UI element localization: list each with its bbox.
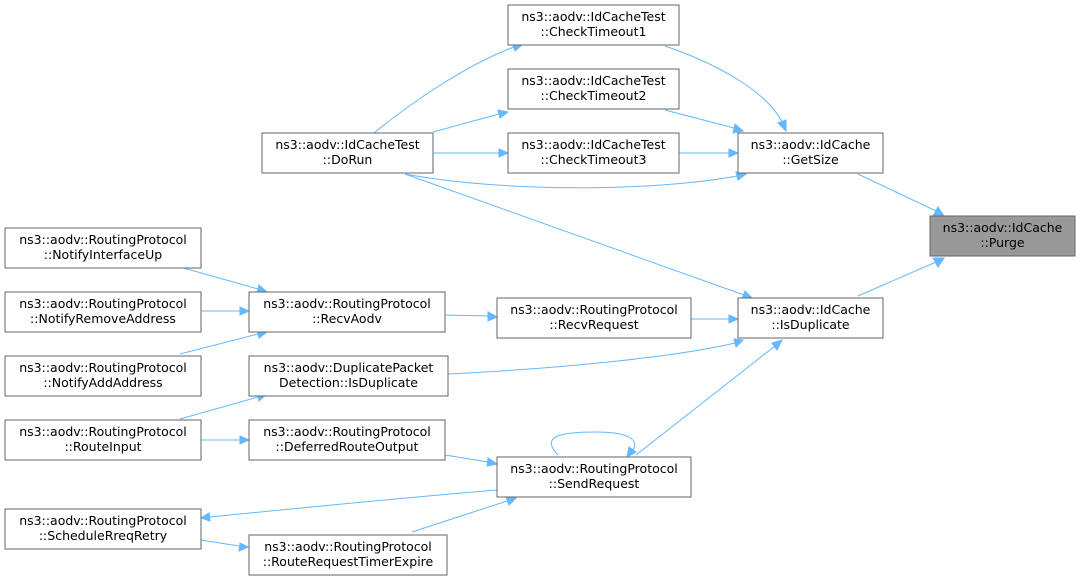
- node-dorun-line1: ns3::aodv::IdCacheTest: [275, 137, 419, 152]
- edge-checktimeout2-getsize: [664, 109, 745, 134]
- edge-deferred-sendrequest: [444, 454, 499, 467]
- node-getsize-line2: ::GetSize: [782, 152, 839, 167]
- edge-dorun-isduplicate: [404, 173, 754, 300]
- node-deferredrouteoutput[interactable]: ns3::aodv::RoutingProtocol ::DeferredRou…: [248, 419, 446, 461]
- edge-dorun-checktimeout2: [432, 109, 510, 133]
- node-checktimeout2-line2: ::CheckTimeout2: [541, 88, 647, 103]
- node-notifyaddaddress[interactable]: ns3::aodv::RoutingProtocol ::NotifyAddAd…: [4, 355, 202, 397]
- node-routeinput-line2: ::RouteInput: [64, 439, 141, 454]
- node-routerequesttimerexpire[interactable]: ns3::aodv::RoutingProtocol ::RouteReques…: [248, 534, 448, 576]
- node-dpd-isduplicate-line1: ns3::aodv::DuplicatePacket: [264, 360, 434, 375]
- edge-sendrequest-isduplicate: [635, 339, 783, 456]
- node-recvrequest-line2: ::RecvRequest: [549, 317, 638, 332]
- edge-sendrequest-schedretry: [199, 489, 498, 522]
- node-isduplicate-line2: ::IsDuplicate: [771, 317, 849, 332]
- node-checktimeout2-line1: ns3::aodv::IdCacheTest: [521, 73, 665, 88]
- node-notifyaddaddress-line2: ::NotifyAddAddress: [43, 375, 162, 390]
- edge-sendrequest-self: [550, 431, 637, 458]
- node-checktimeout1-line2: ::CheckTimeout1: [541, 24, 647, 39]
- node-purge-line2: ::Purge: [980, 235, 1025, 250]
- node-getsize[interactable]: ns3::aodv::IdCache ::GetSize: [737, 132, 884, 174]
- edge-dorun-getsize: [404, 171, 748, 189]
- edge-notifyup-recvaodv: [179, 266, 269, 294]
- edge-isduplicate-purge: [857, 257, 945, 297]
- node-isduplicate-line1: ns3::aodv::IdCache: [751, 302, 871, 317]
- node-getsize-line1: ns3::aodv::IdCache: [751, 137, 871, 152]
- node-isduplicate[interactable]: ns3::aodv::IdCache ::IsDuplicate: [737, 297, 884, 339]
- edge-notifyadd-recvaodv: [179, 329, 269, 355]
- node-recvaodv[interactable]: ns3::aodv::RoutingProtocol ::RecvAodv: [248, 291, 446, 333]
- node-recvrequest-line1: ns3::aodv::RoutingProtocol: [510, 302, 678, 317]
- node-notifyaddaddress-line1: ns3::aodv::RoutingProtocol: [19, 360, 187, 375]
- edge-dorun-checktimeout1: [373, 42, 525, 134]
- node-dpd-isduplicate-line2: Detection::IsDuplicate: [279, 375, 418, 390]
- edge-checktimeout3-getsize: [679, 148, 740, 158]
- node-routeinput[interactable]: ns3::aodv::RoutingProtocol ::RouteInput: [4, 419, 202, 461]
- node-purge[interactable]: ns3::aodv::IdCache ::Purge: [929, 215, 1076, 257]
- node-dpd-isduplicate[interactable]: ns3::aodv::DuplicatePacket Detection::Is…: [248, 355, 449, 397]
- edge-checktimeout1-getsize: [664, 45, 787, 133]
- node-checktimeout3[interactable]: ns3::aodv::IdCacheTest ::CheckTimeout3: [507, 132, 680, 174]
- node-schedulerreqretry-line2: ::ScheduleRreqRetry: [39, 528, 168, 543]
- node-notifyremoveaddress-line1: ns3::aodv::RoutingProtocol: [19, 296, 187, 311]
- node-notifyremoveaddress-line2: ::NotifyRemoveAddress: [30, 311, 176, 326]
- node-routerequesttimerexpire-line2: ::RouteRequestTimerExpire: [263, 554, 434, 569]
- node-notifyinterfaceup-line2: ::NotifyInterfaceUp: [44, 247, 162, 262]
- node-notifyinterfaceup[interactable]: ns3::aodv::RoutingProtocol ::NotifyInter…: [4, 227, 202, 269]
- node-sendrequest-line2: ::SendRequest: [549, 476, 640, 491]
- node-checktimeout1[interactable]: ns3::aodv::IdCacheTest ::CheckTimeout1: [507, 4, 680, 46]
- node-deferredrouteoutput-line2: ::DeferredRouteOutput: [276, 439, 419, 454]
- node-checktimeout2[interactable]: ns3::aodv::IdCacheTest ::CheckTimeout2: [507, 68, 680, 110]
- node-notifyinterfaceup-line1: ns3::aodv::RoutingProtocol: [19, 232, 187, 247]
- edge-getsize-purge: [857, 173, 945, 217]
- node-checktimeout3-line1: ns3::aodv::IdCacheTest: [521, 137, 665, 152]
- node-dorun-line2: ::DoRun: [323, 152, 373, 167]
- edge-rrtimer-sendrequest: [411, 496, 518, 533]
- node-deferredrouteoutput-line1: ns3::aodv::RoutingProtocol: [263, 424, 431, 439]
- edge-schedretry-rrtimer: [200, 539, 250, 552]
- node-routeinput-line1: ns3::aodv::RoutingProtocol: [19, 424, 187, 439]
- node-schedulerreqretry-line1: ns3::aodv::RoutingProtocol: [19, 513, 187, 528]
- node-schedulerreqretry[interactable]: ns3::aodv::RoutingProtocol ::ScheduleRre…: [4, 508, 202, 550]
- node-recvrequest[interactable]: ns3::aodv::RoutingProtocol ::RecvRequest: [496, 297, 692, 339]
- edge-notifyremove-recvaodv: [201, 306, 251, 316]
- edge-dpdisdup-isduplicate: [447, 338, 745, 375]
- node-sendrequest[interactable]: ns3::aodv::RoutingProtocol ::SendRequest: [496, 456, 692, 498]
- edge-recvrequest-isduplicate: [691, 314, 740, 324]
- node-routerequesttimerexpire-line1: ns3::aodv::RoutingProtocol: [264, 539, 432, 554]
- edge-recvaodv-recvrequest: [444, 311, 499, 322]
- node-dorun[interactable]: ns3::aodv::IdCacheTest ::DoRun: [261, 132, 434, 174]
- edge-dorun-checktimeout3: [433, 148, 510, 158]
- node-notifyremoveaddress[interactable]: ns3::aodv::RoutingProtocol ::NotifyRemov…: [4, 291, 202, 333]
- node-recvaodv-line2: ::RecvAodv: [312, 311, 382, 326]
- node-recvaodv-line1: ns3::aodv::RoutingProtocol: [263, 296, 431, 311]
- node-checktimeout3-line2: ::CheckTimeout3: [541, 152, 647, 167]
- node-sendrequest-line1: ns3::aodv::RoutingProtocol: [510, 461, 678, 476]
- node-purge-line1: ns3::aodv::IdCache: [943, 220, 1063, 235]
- edge-routeinput-deferred: [201, 435, 251, 445]
- node-checktimeout1-line1: ns3::aodv::IdCacheTest: [521, 9, 665, 24]
